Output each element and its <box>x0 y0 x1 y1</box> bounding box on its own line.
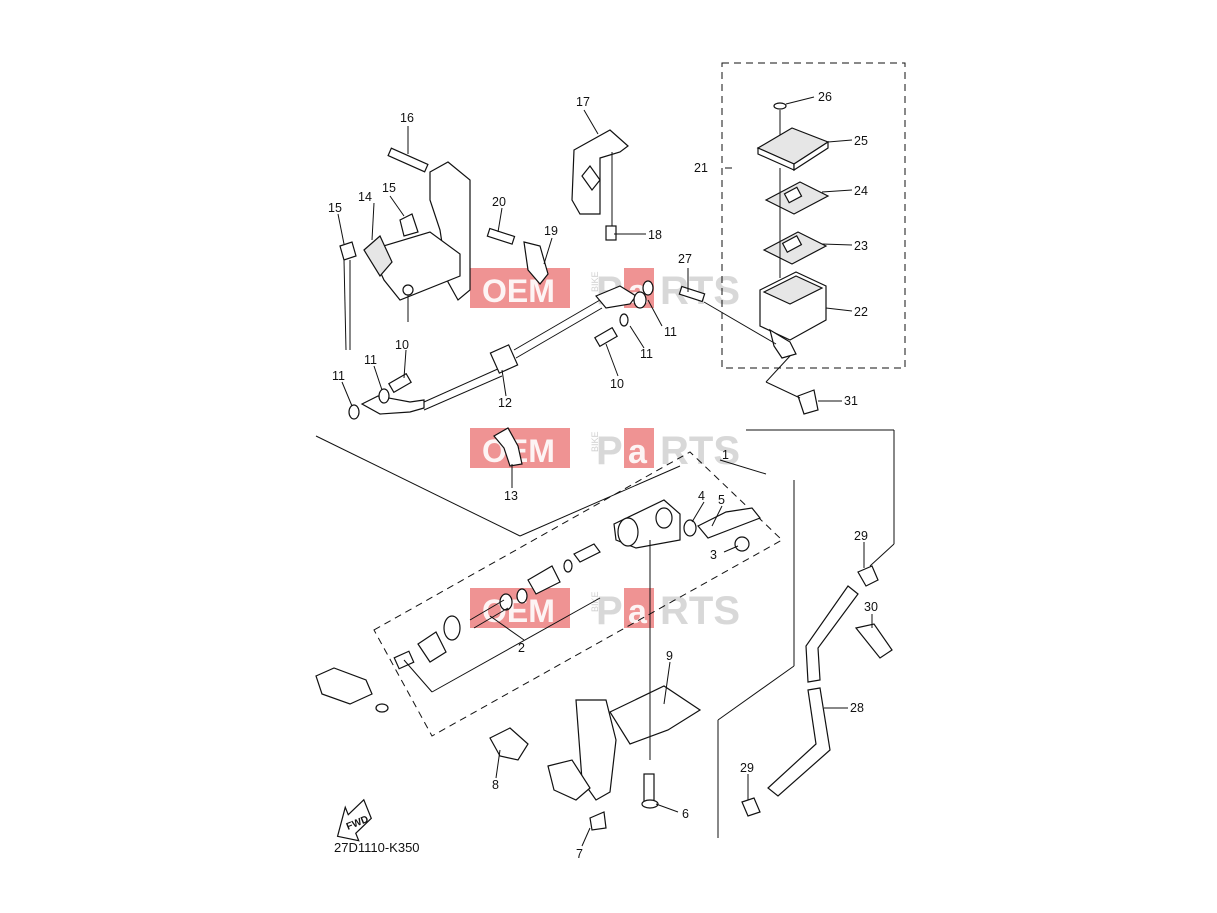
reservoir-hose-28 <box>717 429 895 838</box>
svg-text:RTS: RTS <box>660 589 740 633</box>
callout-14: 14 <box>358 190 372 204</box>
watermark-bottom: OEM BIKE P a RTS <box>470 588 740 633</box>
callout-17: 17 <box>576 95 590 109</box>
callout-5: 5 <box>718 493 725 507</box>
clip-13 <box>493 427 523 467</box>
callout-11-a: 11 <box>364 353 377 367</box>
callout-24: 24 <box>854 184 868 198</box>
callout-30: 30 <box>864 600 878 614</box>
svg-text:RTS: RTS <box>660 269 740 313</box>
svg-text:P: P <box>596 429 623 473</box>
callout-27: 27 <box>678 252 692 266</box>
callout-26: 26 <box>818 90 832 104</box>
svg-text:BIKE: BIKE <box>590 431 600 452</box>
svg-text:RTS: RTS <box>660 429 740 473</box>
callout-9: 9 <box>666 649 673 663</box>
callout-11-d: 11 <box>640 347 653 361</box>
callout-1: 1 <box>722 448 729 462</box>
svg-text:P: P <box>596 589 623 633</box>
callout-19: 19 <box>544 224 558 238</box>
callout-labels: 1 2 3 4 5 6 7 8 9 10 10 11 11 11 11 12 1… <box>328 90 878 861</box>
callout-10-right: 10 <box>610 377 624 391</box>
callout-10-left: 10 <box>395 338 409 352</box>
clip-31 <box>765 355 819 415</box>
callout-15-left: 15 <box>328 201 342 215</box>
svg-text:a: a <box>628 433 648 471</box>
reservoir-assembly <box>678 62 906 369</box>
svg-text:a: a <box>628 593 648 631</box>
callout-4: 4 <box>698 489 705 503</box>
callout-6: 6 <box>682 807 689 821</box>
callout-11-c: 11 <box>664 325 677 339</box>
callout-7: 7 <box>576 847 583 861</box>
callout-18: 18 <box>648 228 662 242</box>
callout-2: 2 <box>518 641 525 655</box>
callout-31: 31 <box>844 394 858 408</box>
callout-15-right: 15 <box>382 181 396 195</box>
callout-3: 3 <box>710 548 717 562</box>
callout-28: 28 <box>850 701 864 715</box>
callout-8: 8 <box>492 778 499 792</box>
brake-hose-12 <box>348 280 654 420</box>
callout-22: 22 <box>854 305 868 319</box>
callout-20: 20 <box>492 195 506 209</box>
master-cylinder-assembly <box>315 435 783 737</box>
callout-13: 13 <box>504 489 518 503</box>
diagram-code: 27D1110-K350 <box>334 840 420 855</box>
callout-23: 23 <box>854 239 868 253</box>
svg-text:BIKE: BIKE <box>590 271 600 292</box>
stay-17 <box>571 129 629 241</box>
callout-25: 25 <box>854 134 868 148</box>
callout-16: 16 <box>400 111 414 125</box>
leader-lines <box>337 96 873 847</box>
bracket-14-group <box>339 147 471 351</box>
callout-21: 21 <box>694 161 708 175</box>
svg-text:BIKE: BIKE <box>590 591 600 612</box>
callout-12: 12 <box>498 396 512 410</box>
clamp-19 <box>486 227 549 285</box>
callout-11-b: 11 <box>332 369 345 383</box>
pedal-bracket-9 <box>489 540 702 831</box>
callout-29-upper: 29 <box>854 529 868 543</box>
callout-29-lower: 29 <box>740 761 754 775</box>
